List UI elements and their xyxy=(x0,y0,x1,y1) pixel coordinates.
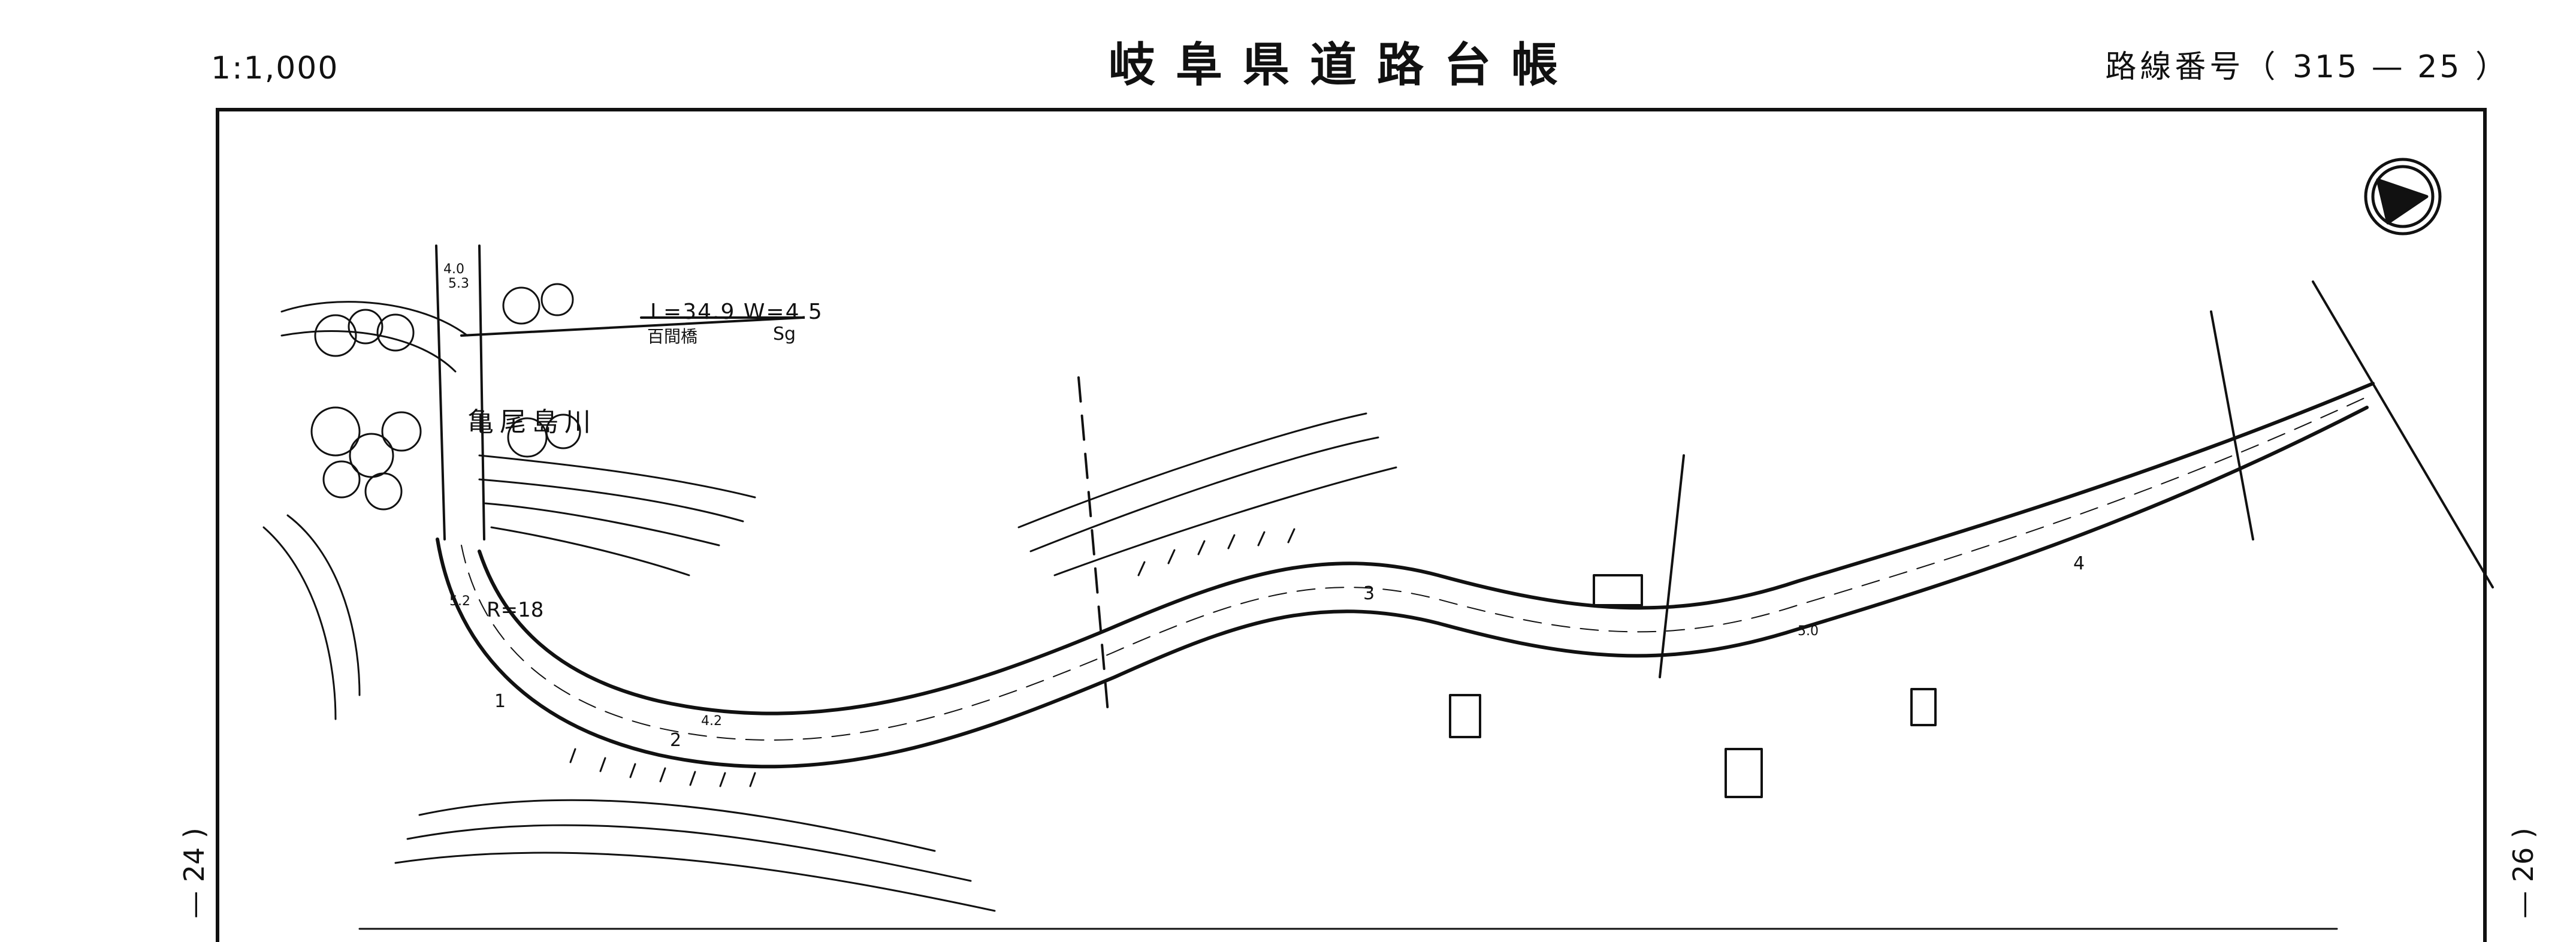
slope-hatch xyxy=(569,528,1295,787)
width-mark: 5.3 xyxy=(448,276,469,291)
river-contours xyxy=(262,301,1397,912)
width-mark: 5.0 xyxy=(1798,624,1819,639)
width-mark: 4.0 xyxy=(443,262,464,277)
map-title: 岐阜県道路台帳 xyxy=(1109,38,1579,92)
bridge-name: 百間橋 xyxy=(647,327,698,346)
curve-radius: R=18 xyxy=(487,598,544,622)
width-mark: 4.2 xyxy=(701,714,722,729)
section-number: 1 xyxy=(494,691,506,712)
bridge xyxy=(435,244,804,541)
width-marks: 4.0 5.3 5.2 4.2 5.0 xyxy=(443,262,1819,729)
scale-label: 1:1,000 xyxy=(211,50,339,86)
tree-clusters xyxy=(310,283,581,511)
river-name: 亀尾島川 xyxy=(467,407,597,437)
section-number: 3 xyxy=(1363,583,1375,604)
width-mark: 5.2 xyxy=(449,594,470,609)
route-close: ） xyxy=(2475,49,2510,85)
bridge-type: Sg xyxy=(773,324,796,345)
map-frame xyxy=(216,108,2487,942)
route-number: 315 — 25 xyxy=(2292,49,2462,85)
route-label: 路線番号（ xyxy=(2105,49,2279,85)
section-numbers: 1 2 3 4 xyxy=(494,553,2085,751)
north-arrow xyxy=(2364,158,2442,236)
main-road xyxy=(436,382,2375,769)
route-number-label: 路線番号（ 315 — 25 ） xyxy=(2105,52,2510,83)
section-number: 2 xyxy=(670,730,681,751)
section-number: 4 xyxy=(2073,553,2085,574)
bridge-dimensions: L=34.9 W=4.5 xyxy=(650,300,823,324)
side-roads xyxy=(1077,280,2494,798)
